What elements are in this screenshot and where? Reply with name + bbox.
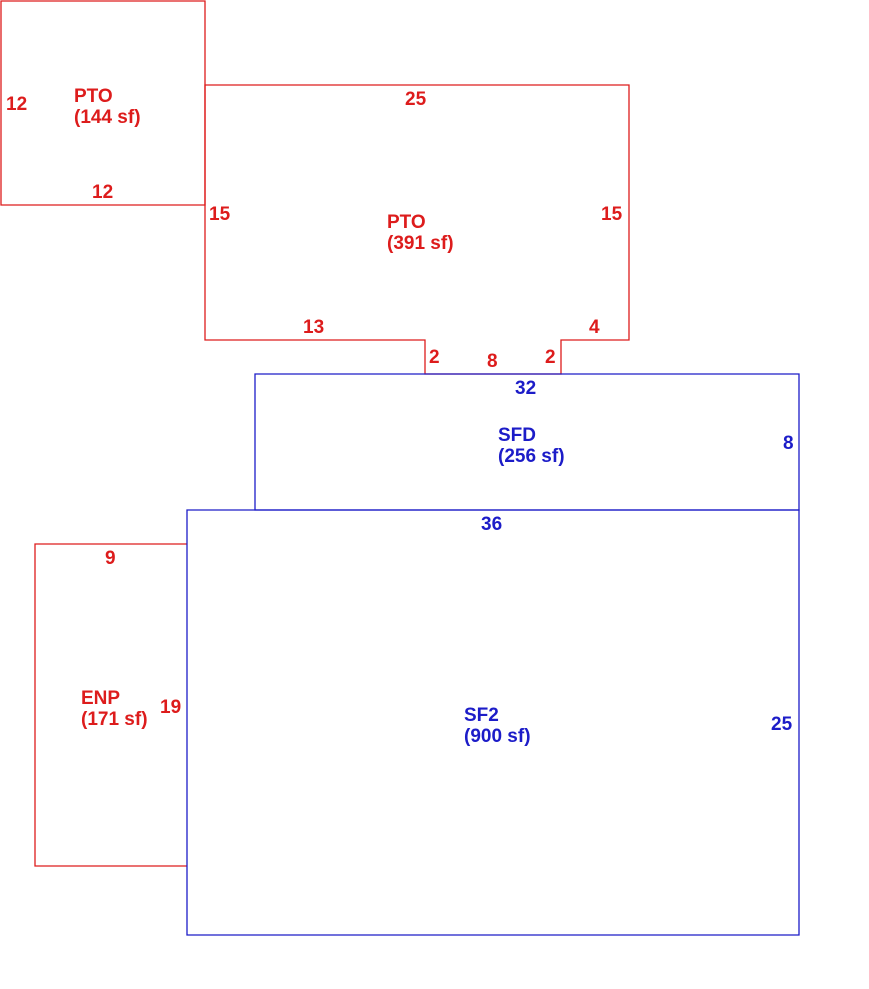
area-pto-144: PTO (144 sf) 12 12: [6, 86, 141, 203]
area-sqft: (391 sf): [387, 233, 454, 254]
dim-notch-right: 2: [545, 347, 556, 368]
dim-bottom-left: 13: [303, 317, 324, 338]
sf2-outline: [186, 509, 800, 936]
dim-right: 19: [160, 697, 181, 718]
area-code: PTO: [387, 212, 426, 233]
dim-left: 15: [209, 204, 231, 225]
dim-right: 15: [601, 204, 623, 225]
area-sf2: SF2 (900 sf) 36 25: [464, 514, 793, 747]
dim-top: 9: [105, 548, 116, 569]
dim-top: 36: [481, 514, 502, 535]
area-sqft: (144 sf): [74, 107, 141, 128]
area-sqft: (256 sf): [498, 446, 565, 467]
area-code: SFD: [498, 425, 536, 446]
area-pto-391: PTO (391 sf) 25 15 15 13 2 8 2 4: [209, 89, 623, 372]
area-sqft: (171 sf): [81, 709, 148, 730]
dim-top: 25: [405, 89, 427, 110]
area-sfd: SFD (256 sf) 32 8: [498, 378, 794, 467]
dim-top: 32: [515, 378, 536, 399]
dim-notch-bottom: 8: [487, 351, 498, 372]
dim-bottom: 12: [92, 182, 113, 203]
dim-right: 25: [771, 714, 793, 735]
dim-bottom-right: 4: [589, 317, 600, 338]
area-code: SF2: [464, 705, 499, 726]
area-sqft: (900 sf): [464, 726, 531, 747]
enp-outline: [34, 543, 187, 867]
dim-notch-left: 2: [429, 347, 440, 368]
dim-right: 8: [783, 433, 794, 454]
area-code: ENP: [81, 688, 120, 709]
area-enp: ENP (171 sf) 9 19: [81, 548, 181, 730]
area-code: PTO: [74, 86, 113, 107]
dim-left: 12: [6, 94, 27, 115]
